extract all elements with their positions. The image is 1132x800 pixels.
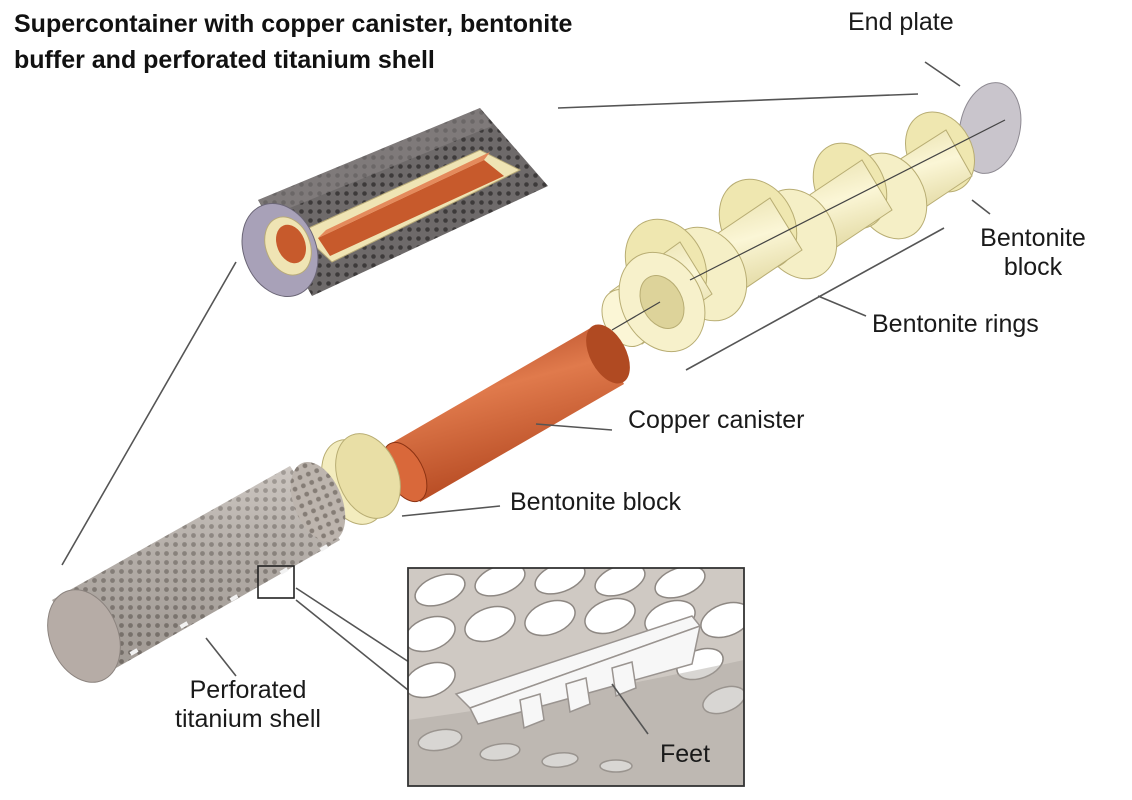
cutaway-supercontainer (241, 108, 548, 298)
connector-lines (61, 93, 919, 691)
label-bentonite-block-right-line-2: block (1003, 253, 1063, 281)
label-perforated-titanium-shell-line-2: titanium shell (175, 705, 321, 733)
label-bentonite-block-lower: Bentonite block (510, 488, 681, 516)
title-line-1: Supercontainer with copper canister, ben… (14, 10, 573, 38)
label-perforated-titanium-shell-line-1: Perforated (189, 676, 307, 704)
label-feet: Feet (660, 740, 711, 768)
label-bentonite-block-right-line-1: Bentonite (980, 224, 1086, 252)
title-line-2: buffer and perforated titanium shell (14, 46, 435, 74)
copper-canister (382, 324, 630, 502)
zoom-inset (407, 567, 745, 787)
perforated-titanium-shell (47, 462, 346, 683)
label-perforated-titanium-shell: Perforated titanium shell (148, 676, 348, 734)
diagram-title: Supercontainer with copper canister, ben… (14, 6, 774, 78)
zoom-marker-box (257, 565, 295, 599)
label-bentonite-block-right: Bentonite block (978, 224, 1088, 282)
label-copper-canister: Copper canister (628, 406, 805, 434)
label-end-plate: End plate (848, 8, 954, 36)
leader-lines (205, 61, 991, 735)
label-bentonite-rings: Bentonite rings (872, 310, 1039, 338)
feet-bracket (454, 615, 702, 730)
bentonite-rings (601, 111, 975, 353)
